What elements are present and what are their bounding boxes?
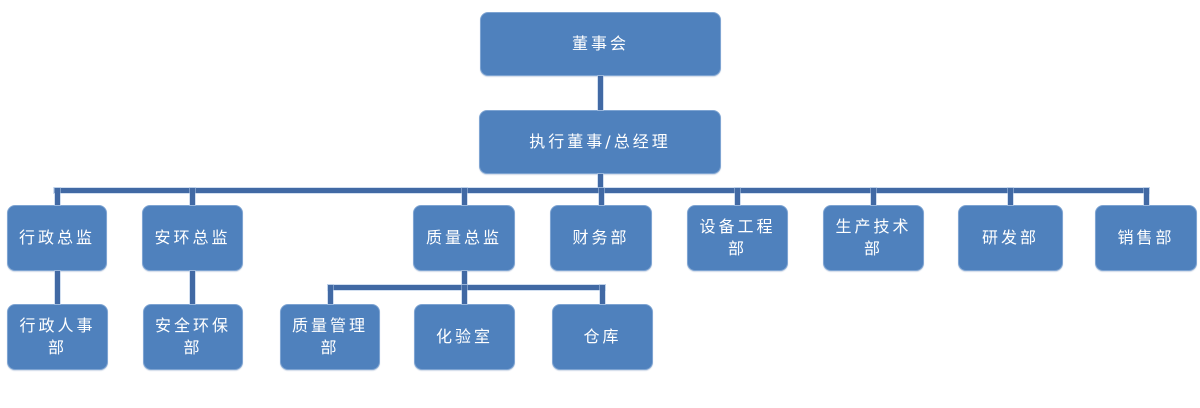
org-node-board[interactable]: 董事会 [480, 12, 721, 76]
connector-stub-rd-dept [1008, 188, 1013, 205]
connector-stub-equipment-eng-dept [735, 188, 740, 205]
connector-admin-director-admin-hr [55, 271, 60, 304]
org-node-production-tech-dept-label: 生产技术部 [835, 217, 912, 258]
org-node-sales-dept[interactable]: 销售部 [1095, 205, 1197, 271]
connector-stub-production-tech-dept [871, 188, 876, 205]
connector-stub-lab [462, 285, 467, 304]
org-node-admin-director-label: 行政总监 [18, 228, 95, 247]
connector-stub-safety-env-director [190, 188, 195, 205]
connector-stub-quality-mgmt-dept [328, 285, 333, 304]
org-node-production-tech-dept[interactable]: 生产技术部 [823, 205, 924, 271]
connector-exec-drop [598, 174, 603, 188]
org-node-lab-label: 化验室 [435, 327, 493, 346]
org-node-equipment-eng-dept-label: 设备工程部 [699, 217, 776, 258]
org-node-executive-director-label: 执行董事/总经理 [529, 132, 671, 151]
org-node-safety-env-dept[interactable]: 安全环保部 [143, 304, 243, 370]
org-node-equipment-eng-dept[interactable]: 设备工程部 [687, 205, 788, 271]
connector-stub-admin-director [55, 188, 60, 205]
org-node-lab[interactable]: 化验室 [414, 304, 515, 370]
org-node-safety-env-director[interactable]: 安环总监 [142, 205, 243, 271]
connector-stub-quality-director [462, 188, 467, 205]
org-node-admin-hr-dept-label: 行政人事部 [19, 316, 96, 357]
org-node-quality-director[interactable]: 质量总监 [413, 205, 515, 271]
connector-quality-director-drop [462, 271, 467, 285]
org-node-safety-env-director-label: 安环总监 [154, 228, 231, 247]
connector-safety-env-director-safety-env-dept [190, 271, 195, 304]
org-node-quality-mgmt-dept-label: 质量管理部 [291, 316, 368, 357]
org-node-admin-hr-dept[interactable]: 行政人事部 [7, 304, 108, 370]
org-node-finance-dept[interactable]: 财务部 [550, 205, 652, 271]
org-node-executive-director[interactable]: 执行董事/总经理 [479, 110, 721, 174]
org-node-sales-dept-label: 销售部 [1117, 228, 1175, 247]
org-node-warehouse[interactable]: 仓库 [552, 304, 653, 370]
org-node-quality-director-label: 质量总监 [425, 228, 502, 247]
org-node-warehouse-label: 仓库 [583, 327, 622, 346]
connector-stub-warehouse [600, 285, 605, 304]
org-node-rd-dept-label: 研发部 [981, 228, 1039, 247]
org-node-finance-dept-label: 财务部 [572, 228, 630, 247]
org-node-quality-mgmt-dept[interactable]: 质量管理部 [280, 304, 380, 370]
org-node-rd-dept[interactable]: 研发部 [958, 205, 1063, 271]
connector-stub-finance-dept [599, 188, 604, 205]
connector-board-exec [598, 76, 603, 110]
org-node-safety-env-dept-label: 安全环保部 [154, 316, 231, 357]
org-node-admin-director[interactable]: 行政总监 [7, 205, 107, 271]
connector-stub-sales-dept [1144, 188, 1149, 205]
org-node-board-label: 董事会 [571, 34, 629, 53]
